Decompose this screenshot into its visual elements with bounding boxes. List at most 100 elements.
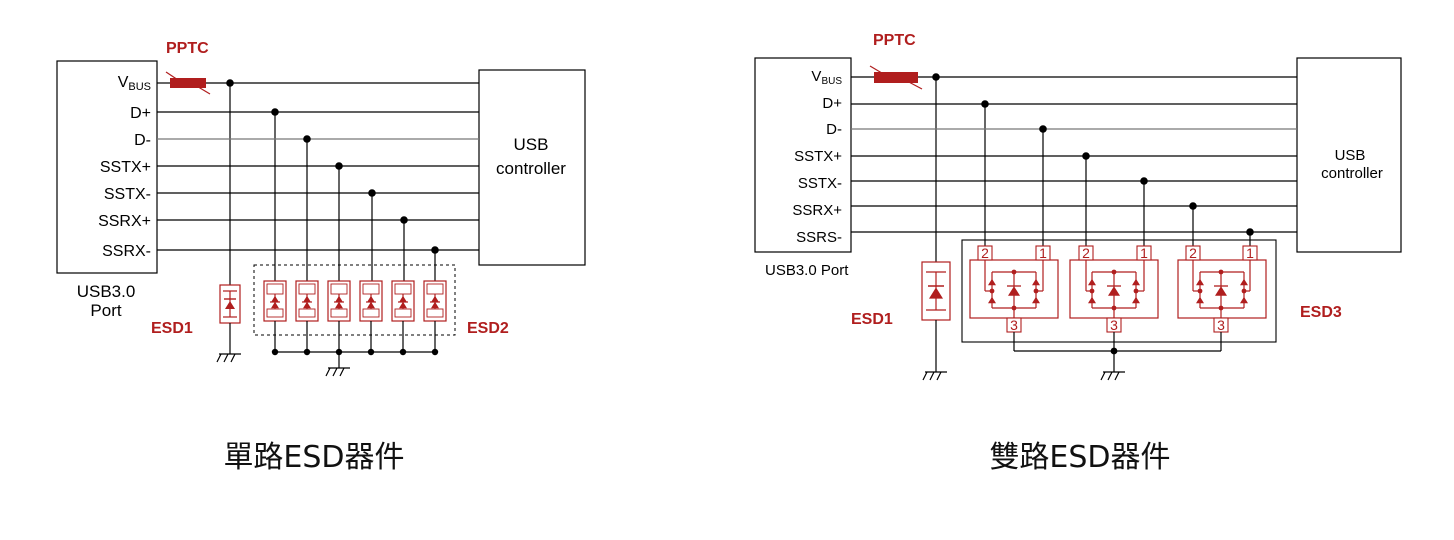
ground-esd2-left-hatch-0 <box>325 367 331 377</box>
port-name-left-2: Port <box>90 301 121 320</box>
esd2-cell-left-3 <box>359 280 383 322</box>
ground-esd2-left-hatch-2 <box>339 367 345 377</box>
esd2-cell-left-5 <box>423 280 447 322</box>
vbus-sub-left: BUS <box>128 81 151 93</box>
esd1-diode-right <box>929 287 943 299</box>
esd3-top-node-right-0 <box>1011 269 1017 275</box>
caption-left: 單路ESD器件 <box>223 440 404 475</box>
signal-label-right-0: D+ <box>822 95 842 112</box>
esd3-pin3-label-right-0: 3 <box>1010 317 1018 333</box>
pptc-left-body <box>170 78 206 88</box>
esd3-diode-rt-right-2 <box>1240 278 1248 286</box>
esd3-diode-c-right-2 <box>1215 286 1227 296</box>
esd3-label-right: ESD3 <box>1300 304 1342 321</box>
ground-esd1-right-hatch-1 <box>929 371 935 381</box>
pptc-label-left: PPTC <box>166 40 209 57</box>
esd3-pin2-label-right-2: 2 <box>1189 245 1197 261</box>
ground-esd1-left-hatch-2 <box>230 353 236 363</box>
ground-esd1-right-hatch-2 <box>936 371 942 381</box>
signal-label-left-2: SSTX+ <box>100 159 151 176</box>
signal-label-right-2: SSTX+ <box>794 148 842 165</box>
esd3-pin1-label-right-2: 1 <box>1246 245 1254 261</box>
ground-esd2-left <box>325 367 350 377</box>
ground-esd2-left-hatch-1 <box>332 367 338 377</box>
usb-controller-box-right <box>1296 57 1402 253</box>
esd2-label-left: ESD2 <box>467 320 509 337</box>
vbus-sub-right: BUS <box>821 76 842 87</box>
esd3-diode-rb-right-0 <box>1032 296 1040 304</box>
esd2-cell-diode-b-left-0 <box>271 301 279 309</box>
esd3-diode-lt-right-0 <box>988 278 996 286</box>
ground-esd1-left-hatch-0 <box>216 353 222 363</box>
controller-label-left-1: USB <box>514 135 549 154</box>
signal-label-right-4: SSRX+ <box>792 202 842 219</box>
esd2-cell-left-0 <box>263 280 287 322</box>
esd3-boundary-right <box>961 239 1277 343</box>
usb-port-box-left <box>56 60 158 274</box>
left-diagram-single-esd: USB controller VBUS D+ D- SSTX+ SSTX- SS… <box>56 40 586 377</box>
esd3-device-right-1: 2 1 3 <box>1069 245 1159 333</box>
esd3-diode-lt-right-1 <box>1088 278 1096 286</box>
esd3-diode-lb-right-1 <box>1088 296 1096 304</box>
esd2-cell-diode-b-left-3 <box>367 301 375 309</box>
left-wiring <box>157 71 479 377</box>
usb-controller-box-left <box>478 69 586 266</box>
esd2-cell-left-1 <box>295 280 319 322</box>
esd3-top-node-right-2 <box>1218 269 1224 275</box>
signal-label-left-4: SSRX+ <box>98 213 151 230</box>
esd3-diode-rb-right-1 <box>1132 296 1140 304</box>
pptc-left-slash-b <box>191 82 211 95</box>
port-name-right: USB3.0 Port <box>765 262 849 279</box>
esd3-diode-lb-right-2 <box>1196 296 1204 304</box>
esd3-pin1-label-right-1: 1 <box>1140 245 1148 261</box>
pptc-right-slash-a <box>869 65 890 79</box>
esd2-cell-diode-a-left-2 <box>335 295 343 303</box>
esd2-cell-diode-a-left-5 <box>431 295 439 303</box>
usb-port-box-right <box>754 57 852 253</box>
esd2-cell-left-2 <box>327 280 351 322</box>
esd2-cell-diode-a-left-3 <box>367 295 375 303</box>
vbus-main-right: V <box>811 68 821 85</box>
ground-esd3-right <box>1100 371 1125 381</box>
ground-esd1-right-hatch-0 <box>922 371 928 381</box>
esd1-device-right <box>921 261 951 321</box>
esd2-boundary-left <box>253 264 456 336</box>
esd3-device-right-2: 2 1 3 <box>1177 245 1267 333</box>
esd3-diode-c-right-1 <box>1108 286 1120 296</box>
vbus-label-left: VBUS <box>118 74 151 93</box>
ground-esd1-right <box>922 371 947 381</box>
esd2-cell-diode-a-left-4 <box>399 295 407 303</box>
pptc-label-right: PPTC <box>873 32 916 49</box>
esd2-cell-diode-a-left-1 <box>303 295 311 303</box>
esd3-pin2-label-right-1: 2 <box>1082 245 1090 261</box>
esd3-pin3-label-right-2: 3 <box>1217 317 1225 333</box>
signal-label-right-3: SSTX- <box>798 175 842 192</box>
pptc-right-slash-b <box>900 76 923 90</box>
esd2-cell-diode-b-left-2 <box>335 301 343 309</box>
signal-label-left-3: SSTX- <box>104 186 151 203</box>
pptc-right-body <box>874 72 918 83</box>
esd3-pin3-label-right-1: 3 <box>1110 317 1118 333</box>
esd1-diode-left <box>225 301 235 309</box>
signal-label-right-5: SSRS- <box>796 229 842 246</box>
esd3-diode-lb-right-0 <box>988 296 996 304</box>
esd3-diode-lt-right-2 <box>1196 278 1204 286</box>
signal-label-right-1: D- <box>826 121 842 138</box>
port-name-left-1: USB3.0 <box>77 282 136 301</box>
controller-label-right-2: controller <box>1321 165 1383 182</box>
vbus-main-left: V <box>118 74 129 91</box>
esd1-label-right: ESD1 <box>851 311 893 328</box>
esd3-diode-c-right-0 <box>1008 286 1020 296</box>
esd2-cell-diode-b-left-4 <box>399 301 407 309</box>
esd2-cell-diode-b-left-5 <box>431 301 439 309</box>
ground-esd3-right-hatch-1 <box>1107 371 1113 381</box>
pptc-left-slash-a <box>165 71 183 84</box>
ground-esd3-right-hatch-2 <box>1114 371 1120 381</box>
ground-esd3-right-hatch-0 <box>1100 371 1106 381</box>
esd3-diode-rt-right-0 <box>1032 278 1040 286</box>
esd3-diode-rb-right-2 <box>1240 296 1248 304</box>
esd2-cell-diode-a-left-0 <box>271 295 279 303</box>
